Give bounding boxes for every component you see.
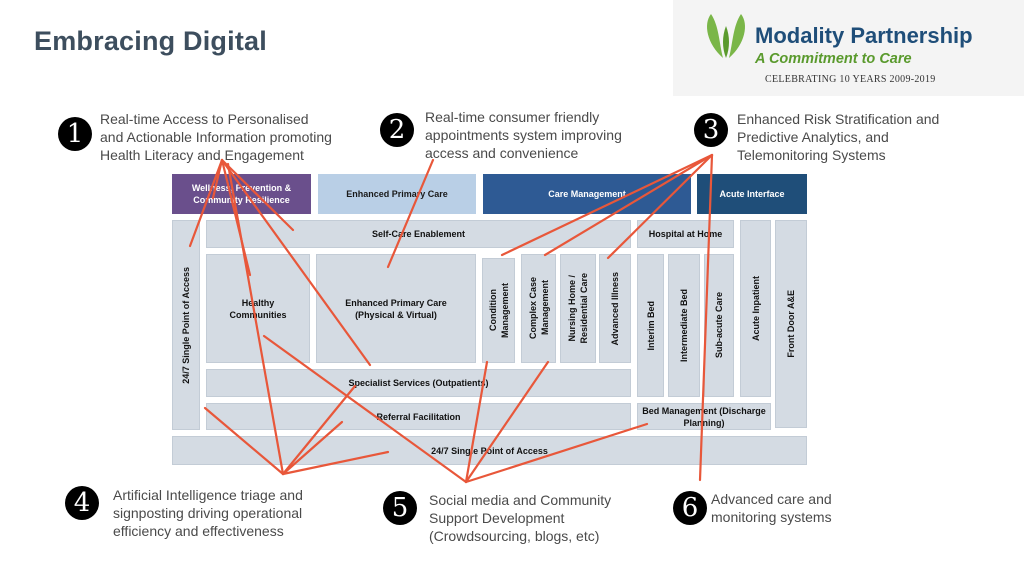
box-condition-management-label: Condition Management bbox=[487, 282, 510, 338]
box-condition-management: Condition Management bbox=[482, 258, 515, 363]
callout-4-line-1: Artificial Intelligence triage and bbox=[113, 487, 303, 503]
box-subacute-care-label: Sub-acute Care bbox=[714, 292, 724, 359]
box-advanced-illness: Advanced Illness bbox=[599, 254, 631, 363]
callout-text-3: Enhanced Risk Stratification and Predict… bbox=[737, 110, 939, 164]
box-acute-inpatient: Acute Inpatient bbox=[740, 220, 771, 397]
callout-6-line-2: monitoring systems bbox=[711, 509, 832, 525]
box-self-care: Self-Care Enablement bbox=[206, 220, 631, 248]
box-enhanced-primary-care: Enhanced Primary Care (Physical & Virtua… bbox=[316, 254, 476, 363]
logo-tagline: A Commitment to Care bbox=[755, 51, 912, 67]
callout-2-line-1: Real-time consumer friendly bbox=[425, 109, 600, 125]
callout-text-1: Real-time Access to Personalised and Act… bbox=[100, 110, 332, 164]
box-healthy-communities: Healthy Communities bbox=[206, 254, 310, 363]
callout-badge-4: 4 bbox=[65, 486, 99, 520]
header-care-management: Care Management bbox=[483, 174, 691, 214]
callout-1-line-3: Health Literacy and Engagement bbox=[100, 147, 304, 163]
header-wellness: Wellness, Prevention & Community Resilie… bbox=[172, 174, 311, 214]
callout-5-line-2: Support Development bbox=[429, 510, 565, 526]
callout-badge-2: 2 bbox=[380, 113, 414, 147]
callout-3-line-1: Enhanced Risk Stratification and bbox=[737, 111, 940, 127]
callout-badge-5: 5 bbox=[383, 491, 417, 525]
callout-3-line-2: Predictive Analytics, and bbox=[737, 129, 889, 145]
box-specialist-services: Specialist Services (Outpatients) bbox=[206, 369, 631, 397]
box-single-point-vertical-label: 24/7 Single Point of Access bbox=[181, 266, 191, 384]
box-complex-case-label: Complex Case Management bbox=[527, 277, 550, 340]
box-single-point-bottom: 24/7 Single Point of Access bbox=[172, 436, 807, 465]
logo-name: Modality Partnership bbox=[755, 23, 973, 48]
callout-4-line-3: efficiency and effectiveness bbox=[113, 523, 284, 539]
box-referral-facilitation: Referral Facilitation bbox=[206, 403, 631, 430]
box-intermediate-bed: Intermediate Bed bbox=[668, 254, 700, 397]
box-single-point-vertical: 24/7 Single Point of Access bbox=[172, 220, 200, 430]
logo-celebrating: CELEBRATING 10 YEARS 2009-2019 bbox=[765, 74, 936, 85]
box-acute-inpatient-label: Acute Inpatient bbox=[750, 275, 761, 341]
callout-badge-1: 1 bbox=[58, 117, 92, 151]
callout-badge-6: 6 bbox=[673, 491, 707, 525]
box-hospital-at-home: Hospital at Home bbox=[637, 220, 734, 248]
callout-5-line-3: (Crowdsourcing, blogs, etc) bbox=[429, 528, 600, 544]
header-acute-interface: Acute Interface bbox=[697, 174, 807, 214]
box-interim-bed: Interim Bed bbox=[637, 254, 664, 397]
callout-2-line-2: appointments system improving bbox=[425, 127, 622, 143]
box-nursing-home-label: Nursing Home / Residential Care bbox=[567, 273, 589, 344]
callout-text-4: Artificial Intelligence triage and signp… bbox=[113, 486, 303, 540]
box-front-door-label: Front Door A&E bbox=[786, 290, 796, 358]
callout-1-line-2: and Actionable Information promoting bbox=[100, 129, 332, 145]
callout-text-5: Social media and Community Support Devel… bbox=[429, 491, 611, 545]
box-advanced-illness-label: Advanced Illness bbox=[610, 271, 620, 346]
callout-text-2: Real-time consumer friendly appointments… bbox=[425, 108, 622, 162]
box-intermediate-bed-label: Intermediate Bed bbox=[679, 288, 689, 363]
box-subacute-care: Sub-acute Care bbox=[704, 254, 734, 397]
callout-text-6: Advanced care and monitoring systems bbox=[711, 490, 832, 526]
callout-3-line-3: Telemonitoring Systems bbox=[737, 147, 886, 163]
modality-logo-icon bbox=[707, 14, 745, 58]
box-nursing-home: Nursing Home / Residential Care bbox=[560, 254, 596, 363]
page-title: Embracing Digital bbox=[34, 26, 267, 56]
box-interim-bed-label: Interim Bed bbox=[645, 300, 656, 351]
callout-2-line-3: access and convenience bbox=[425, 145, 579, 161]
box-bed-management: Bed Management (Discharge Planning) bbox=[637, 403, 771, 430]
callout-6-line-1: Advanced care and bbox=[711, 491, 832, 507]
callout-badge-3: 3 bbox=[694, 113, 728, 147]
callout-5-line-1: Social media and Community bbox=[429, 492, 612, 508]
callout-4-line-2: signposting driving operational bbox=[113, 505, 303, 521]
callout-1-line-1: Real-time Access to Personalised bbox=[100, 111, 309, 127]
header-primary-care: Enhanced Primary Care bbox=[318, 174, 476, 214]
box-complex-case: Complex Case Management bbox=[521, 254, 556, 363]
box-front-door: Front Door A&E bbox=[775, 220, 807, 428]
